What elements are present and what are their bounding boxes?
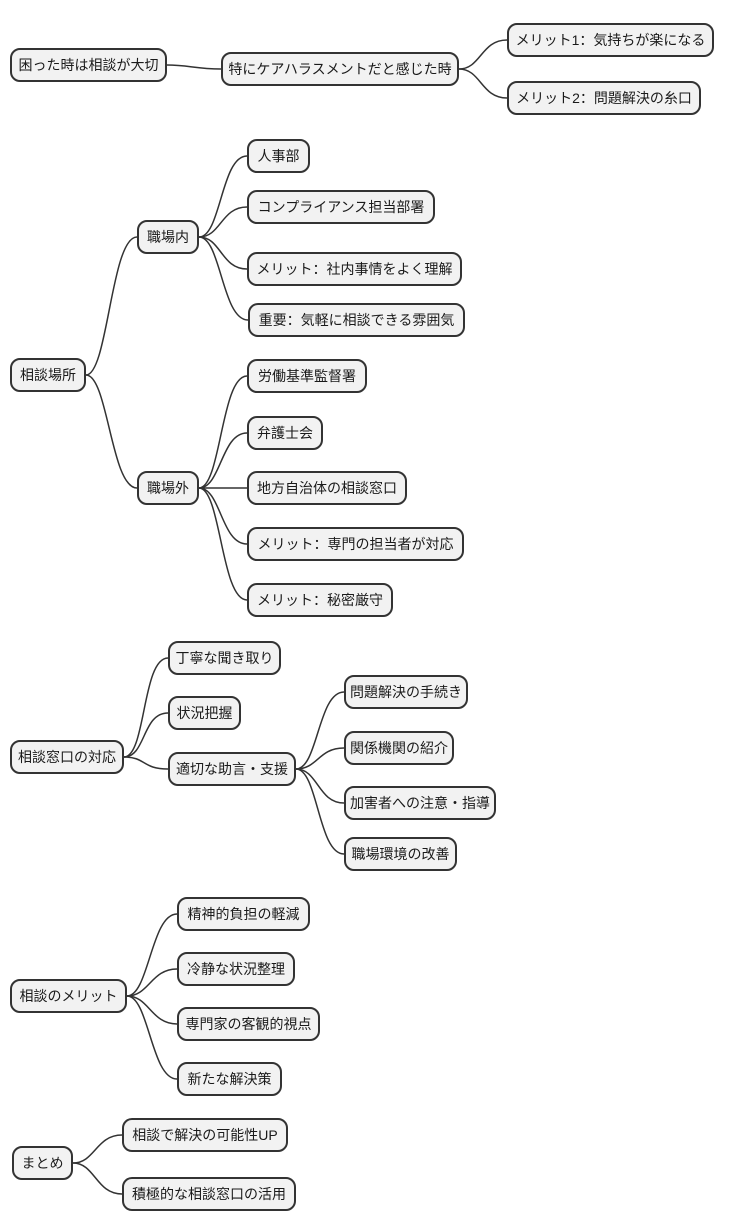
node-merit-specialist-response: メリット：専門の担当者が対応 [247,527,464,561]
mindmap-edge [85,236,138,376]
node-active-desk-use: 積極的な相談窓口の活用 [122,1177,296,1211]
node-important-easy-atmosphere: 重要：気軽に相談できる雰囲気 [248,303,465,337]
mindmap-edge [458,39,508,70]
mindmap-edge [198,155,248,238]
node-new-solutions: 新たな解決策 [177,1062,282,1096]
node-local-government-desk: 地方自治体の相談窓口 [247,471,407,505]
mindmap-edge [123,712,169,758]
node-consultation-important: 困った時は相談が大切 [10,48,167,82]
mindmap-edge [72,1134,123,1164]
node-merit1-feel-better: メリット1：気持ちが楽になる [507,23,714,57]
mindmap-edge [198,432,248,489]
node-solution-possibility-up: 相談で解決の可能性UP [122,1118,288,1152]
node-hr-department: 人事部 [247,139,310,173]
mindmap-edge [198,206,248,238]
node-expert-objective-view: 専門家の客観的視点 [177,1007,320,1041]
node-bar-association: 弁護士会 [247,416,323,450]
node-merit-confidentiality: メリット：秘密厳守 [247,583,393,617]
mindmap-edge [295,768,345,804]
mindmap-edge [198,236,248,270]
mindmap-edge [126,995,178,1025]
node-related-organizations-referral: 関係機関の紹介 [344,731,454,765]
node-consultation-places: 相談場所 [10,358,86,392]
node-merit2-problem-clue: メリット2：問題解決の糸口 [507,81,701,115]
node-care-harassment-felt: 特にケアハラスメントだと感じた時 [221,52,459,86]
mindmap-edge [198,236,249,321]
mindmap-edge [295,747,345,770]
node-calm-situation-organizing: 冷静な状況整理 [177,952,295,986]
node-careful-listening: 丁寧な聞き取り [168,641,281,675]
mindmap-edge [126,995,178,1080]
node-workplace-environment-improvement: 職場環境の改善 [344,837,457,871]
mindmap-edge [123,756,169,770]
mindmap-edge [198,487,248,545]
node-problem-solving-procedure: 問題解決の手続き [344,675,468,709]
node-compliance-department: コンプライアンス担当部署 [247,190,435,224]
mindmap-edge [72,1162,123,1195]
node-merit-company-familiarity: メリット：社内事情をよく理解 [247,252,462,286]
mindmap-edge [166,64,222,70]
node-labor-standards-bureau: 労働基準監督署 [247,359,367,393]
node-mental-burden-relief: 精神的負担の軽減 [177,897,310,931]
mindmap-edge [85,374,138,489]
node-appropriate-advice-support: 適切な助言・支援 [168,752,296,786]
node-consultation-desk-response: 相談窓口の対応 [10,740,124,774]
mindmap-edge [295,691,345,770]
mindmap-edge [126,913,178,997]
node-inside-workplace: 職場内 [137,220,199,254]
node-consultation-merits: 相談のメリット [10,979,127,1013]
mindmap-edge [198,487,248,601]
node-summary: まとめ [12,1146,73,1180]
mindmap-edge [198,375,248,489]
node-perpetrator-warning-guidance: 加害者への注意・指導 [344,786,496,820]
mindmap-edge [295,768,345,855]
mindmap-edge [458,68,508,99]
mindmap-edge [123,657,169,758]
node-situation-grasp: 状況把握 [168,696,241,730]
node-outside-workplace: 職場外 [137,471,199,505]
mindmap-edge [126,968,178,997]
